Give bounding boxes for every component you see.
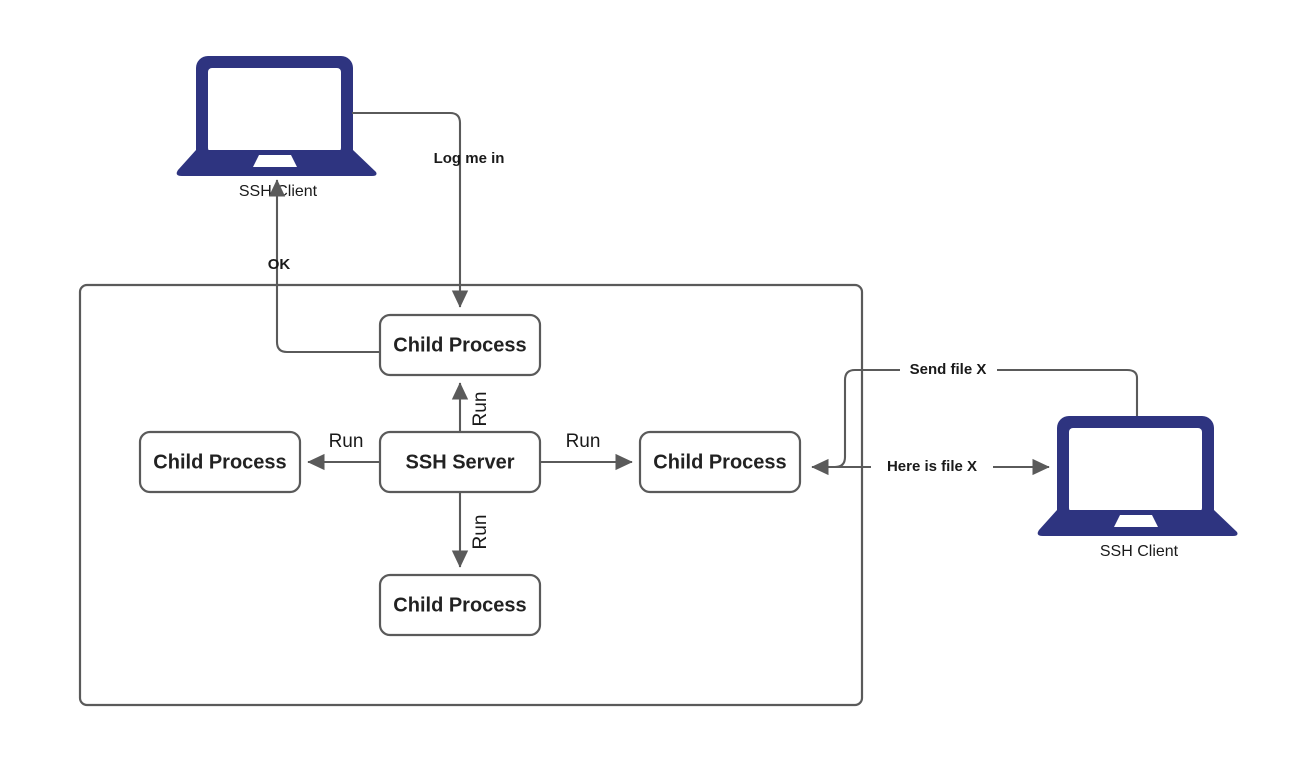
laptop-ssh-client-right [1037,416,1238,536]
node-label-child-process-left: Child Process [153,451,286,473]
edge-ok [268,179,380,354]
node-child-process-bottom[interactable]: Child Process [378,573,542,637]
label-backdrop-send-file [900,360,997,380]
laptop-ssh-client-top [176,56,377,176]
node-child-process-top[interactable]: Child Process [378,313,542,377]
node-label-child-process-bottom: Child Process [393,594,526,616]
edge-label-here-is-file-x: Here is file X [887,458,977,475]
node-label-child-process-right: Child Process [653,451,786,473]
laptop-label-right: SSH Client [1100,543,1179,560]
node-label-child-process-top: Child Process [393,334,526,356]
edge-label-run-right: Run [566,431,601,452]
edge-label-run-down: Run [470,515,491,550]
node-child-process-right[interactable]: Child Process [638,430,802,494]
edge-label-send-file-x-fg: Send file X [910,361,987,378]
node-label-ssh-server: SSH Server [406,451,515,473]
label-backdrop-here-is-file [871,457,993,478]
node-child-process-left[interactable]: Child Process [138,430,302,494]
edge-label-log-me-in: Log me in [434,150,505,167]
edge-log-me-in [352,111,469,308]
edge-label-run-left: Run [329,431,364,452]
server-container-boundary [78,283,864,707]
edge-label-ok: OK [268,256,291,273]
edge-label-run-up: Run [470,392,491,427]
laptop-label-top: SSH Client [239,183,318,200]
node-ssh-server[interactable]: SSH Server [378,430,542,494]
